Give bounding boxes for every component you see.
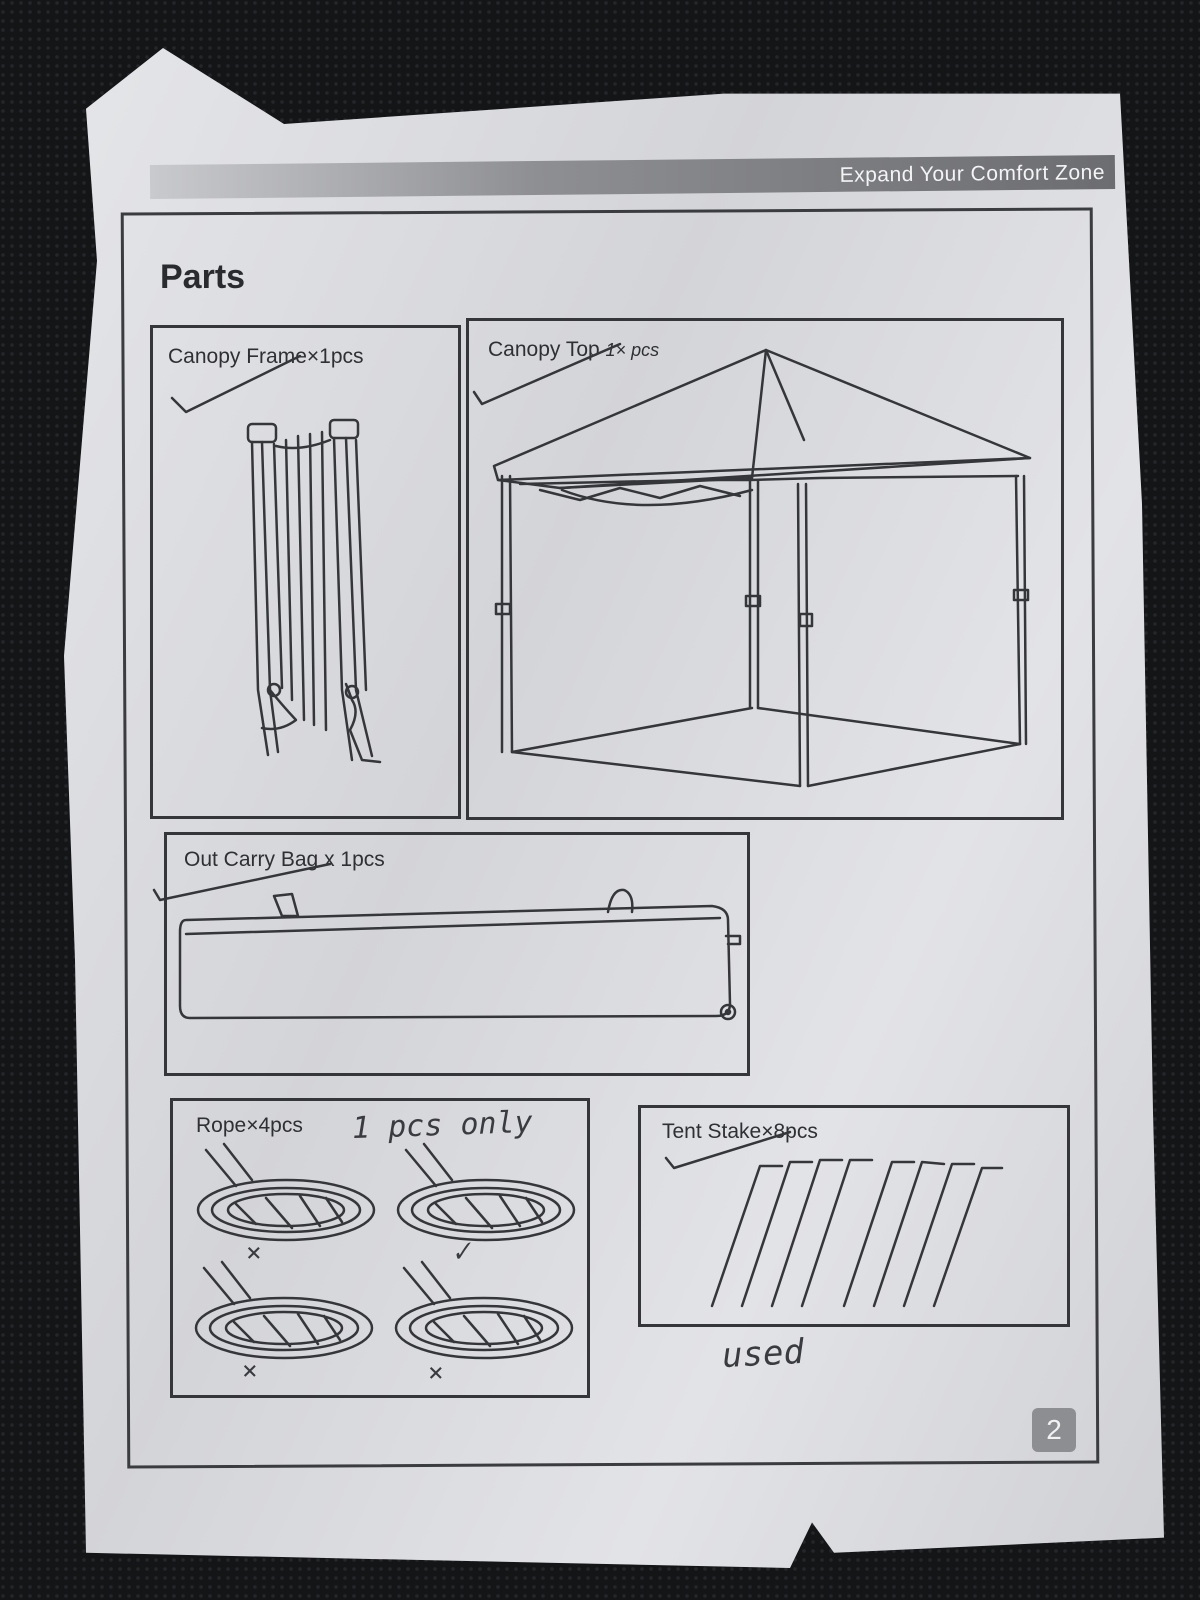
- canopy-frame-drawing: [246, 418, 382, 764]
- tent-stake-check-icon: [664, 1130, 792, 1170]
- tent-stake-panel: [638, 1105, 1070, 1327]
- canopy-top-panel: [466, 318, 1064, 820]
- canopy-top-check-icon: [472, 342, 622, 406]
- carry-bag-drawing: [178, 888, 742, 1021]
- rope-mark-1: ×: [246, 1238, 262, 1268]
- canopy-frame-name: Canopy Frame: [168, 345, 307, 368]
- canopy-top-drawing: [492, 348, 1032, 788]
- page-title: Parts: [160, 258, 246, 296]
- canopy-frame-panel: [150, 325, 461, 819]
- carry-bag-qty: x 1pcs: [324, 848, 385, 871]
- rope-coil-drawing: [194, 1142, 576, 1360]
- canopy-top-name: Canopy Top: [488, 338, 600, 361]
- rope-label: Rope×4pcs: [196, 1114, 303, 1138]
- rope-mark-4: ×: [428, 1358, 444, 1388]
- carry-bag-panel: [164, 832, 750, 1076]
- rope-mark-3: ×: [242, 1356, 258, 1386]
- tent-stake-drawing: [710, 1158, 1004, 1308]
- canopy-frame-label: Canopy Frame×1pcs: [168, 345, 364, 369]
- carry-bag-label: Out Carry Bag x 1pcs: [184, 848, 385, 872]
- rope-name: Rope: [196, 1114, 247, 1137]
- canopy-frame-qty: ×1pcs: [306, 345, 364, 368]
- carry-bag-check-icon: [152, 862, 332, 902]
- rope-qty: ×4pcs: [246, 1114, 303, 1137]
- canopy-top-label: Canopy Top 1× pcs: [488, 338, 659, 362]
- page-number-badge: 2: [1032, 1408, 1076, 1452]
- carry-bag-name: Out Carry Bag: [184, 848, 319, 871]
- canopy-frame-check-icon: [170, 354, 302, 414]
- tent-stake-name: Tent Stake: [662, 1120, 762, 1143]
- rope-panel: [170, 1098, 590, 1398]
